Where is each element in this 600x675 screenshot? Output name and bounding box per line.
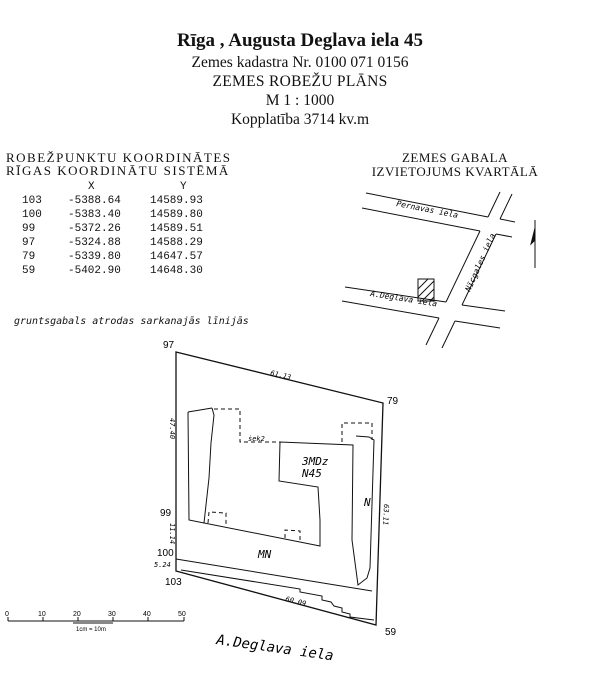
building-outline [187, 407, 213, 413]
street-edge [341, 300, 440, 319]
point-id: 79 [22, 251, 36, 263]
point-id: 103 [22, 195, 42, 207]
red-lines-note: gruntsgabals atrodas sarkanajās līnijās [14, 316, 249, 327]
scale-tick: 10 [38, 611, 46, 618]
document-title: Rīga , Augusta Deglava iela 45 [177, 30, 423, 51]
coordinates-subheading: RĪGAS KOORDINĀTU SISTĒMĀ [6, 163, 230, 178]
dashed-structure [284, 529, 301, 541]
dimension-left-low: 5.24 [154, 561, 171, 569]
building-letter-n: N [363, 496, 371, 509]
point-103-label: 103 [165, 577, 182, 588]
plan-scale: M 1 : 1000 [265, 92, 335, 109]
coordinates-heading: ROBEŽPUNKTU KOORDINĀTES [6, 150, 232, 165]
coord-x: -5388.64 [68, 195, 121, 207]
cadastre-number: Zemes kadastra Nr. 0100 071 0156 [191, 54, 409, 71]
point-100-label: 100 [157, 548, 174, 559]
building-outline [180, 569, 375, 621]
table-row: 103 -5388.64 14589.93 [22, 194, 209, 208]
location-heading: ZEMES GABALA [401, 150, 509, 165]
street-edge [461, 233, 497, 306]
coord-x: -5339.80 [68, 251, 121, 263]
table-row: 79 -5339.80 14647.57 [22, 250, 209, 264]
building-label: 3MDz [301, 455, 329, 468]
red-line [175, 558, 373, 592]
dashed-structure [341, 422, 373, 442]
dimension-right: 63.11 [381, 504, 390, 525]
coord-x: -5324.88 [68, 237, 121, 249]
scale-tick: 0 [5, 611, 9, 618]
coord-x: -5402.90 [68, 265, 121, 277]
dimension-bottom: 60.09 [285, 595, 307, 608]
plan-title: ZEMES ROBEŽU PLĀNS [212, 73, 388, 90]
street-edge [495, 233, 513, 238]
building-outline [203, 407, 375, 586]
street-edge [344, 286, 447, 303]
street-edge [365, 192, 489, 218]
plot-boundary [175, 351, 384, 626]
small-building-label: ṡek2 [248, 435, 265, 443]
scale-bar [7, 617, 185, 624]
point-id: 99 [22, 223, 36, 235]
table-row: 97 -5324.88 14588.29 [22, 236, 209, 250]
point-id: 59 [22, 265, 36, 277]
point-id: 100 [22, 209, 42, 221]
coord-y: 14648.30 [150, 265, 203, 277]
total-area: Kopplatība 3714 kv.m [230, 111, 370, 128]
plot-plan [175, 351, 384, 626]
dashed-structure [214, 408, 280, 443]
building-outline [187, 411, 205, 524]
street-edge [445, 230, 481, 303]
street-label-deglava: A.Deglava iela [214, 632, 334, 664]
coord-y: 14589.93 [150, 195, 203, 207]
column-x-header: X [88, 181, 95, 193]
street-edge [441, 320, 456, 349]
building-number: N45 [301, 467, 322, 480]
building-letter-mn: MN [257, 548, 272, 561]
scale-caption: 1cm = 10m [76, 627, 106, 633]
dimension-left-upper: 47.40 [168, 418, 176, 439]
plot-marker [417, 278, 435, 302]
scale-tick: 20 [73, 611, 81, 618]
scale-tick: 50 [178, 611, 186, 618]
street-edge [461, 304, 506, 312]
coordinates-header-row: X Y [22, 180, 209, 194]
street-label-nicgales: Nīcgales iela [463, 232, 497, 294]
point-97-label: 97 [163, 340, 175, 351]
dimension-top: 61.13 [270, 369, 292, 382]
table-row: 59 -5402.90 14648.30 [22, 264, 209, 278]
table-row: 100 -5383.40 14589.80 [22, 208, 209, 222]
column-y-header: Y [180, 181, 187, 193]
scale-tick: 40 [143, 611, 151, 618]
street-edge [425, 317, 440, 346]
street-label-deglava-map: A.Deglava iela [369, 289, 438, 309]
street-edge [499, 193, 513, 220]
dimension-left-mid: 11.14 [168, 523, 176, 544]
street-edge [454, 320, 501, 329]
point-59-label: 59 [385, 627, 397, 638]
coord-y: 14647.57 [150, 251, 203, 263]
location-map [341, 191, 536, 349]
point-79-label: 79 [387, 396, 399, 407]
coord-x: -5372.26 [68, 223, 121, 235]
coord-y: 14588.29 [150, 237, 203, 249]
point-99-label: 99 [160, 508, 172, 519]
coord-y: 14589.51 [150, 223, 203, 235]
street-edge [361, 207, 481, 232]
street-edge [487, 191, 501, 218]
location-subheading: IZVIETOJUMS KVARTĀLĀ [371, 164, 539, 179]
scale-tick: 30 [108, 611, 116, 618]
table-row: 99 -5372.26 14589.51 [22, 222, 209, 236]
coordinates-table: X Y 103 -5388.64 14589.93 100 -5383.40 14589… [22, 180, 209, 278]
street-edge [499, 218, 516, 223]
coord-x: -5383.40 [68, 209, 121, 221]
point-id: 97 [22, 237, 36, 249]
coord-y: 14589.80 [150, 209, 203, 221]
dashed-structure [207, 511, 227, 525]
